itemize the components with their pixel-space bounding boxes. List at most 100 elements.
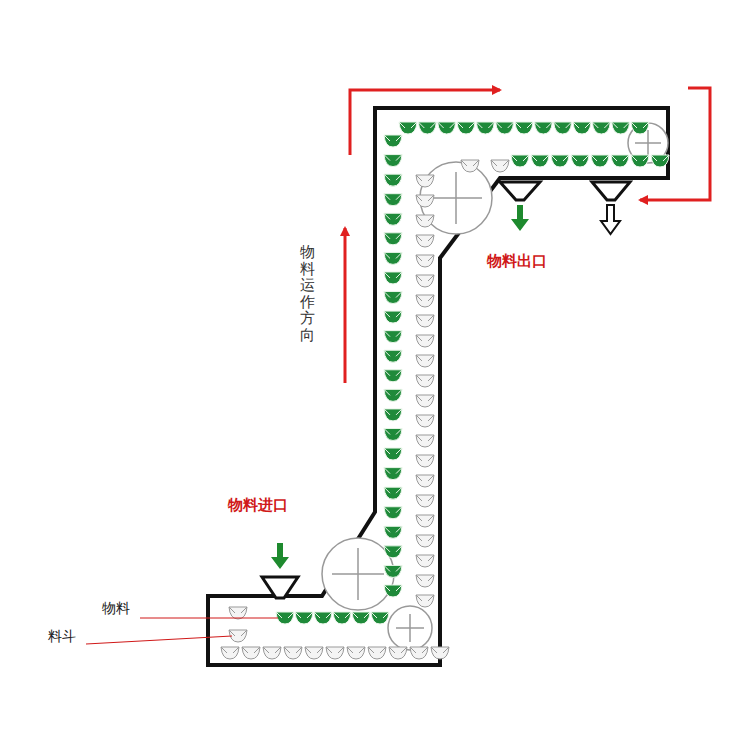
bucket-label: 料斗 (48, 629, 76, 644)
bucket (551, 155, 569, 167)
bucket (592, 122, 610, 134)
bucket (384, 311, 402, 323)
bucket (416, 275, 434, 287)
material-arrow (511, 205, 529, 231)
bucket (384, 389, 402, 401)
direction-arrow (350, 90, 500, 155)
leader-line (86, 636, 232, 644)
bucket (511, 155, 529, 167)
bucket (416, 595, 434, 607)
bucket (305, 647, 323, 659)
bucket (295, 612, 313, 624)
bucket (384, 565, 402, 577)
bucket (384, 272, 402, 284)
bucket (416, 335, 434, 347)
bucket (554, 122, 572, 134)
bucket (416, 375, 434, 387)
bucket (416, 415, 434, 427)
bucket (384, 292, 402, 304)
bucket (384, 155, 402, 167)
bucket (221, 647, 239, 659)
bucket (384, 409, 402, 421)
bucket (611, 155, 629, 167)
bucket (399, 122, 417, 134)
bucket (384, 213, 402, 225)
bucket (416, 475, 434, 487)
bucket (384, 174, 402, 186)
bucket (347, 647, 365, 659)
bucket (416, 215, 434, 227)
bucket (384, 370, 402, 382)
bucket (461, 160, 479, 172)
outlet-hopper (500, 182, 540, 200)
bucket (431, 647, 449, 659)
inlet-hopper (262, 577, 298, 598)
bucket (384, 526, 402, 538)
bucket (651, 155, 669, 167)
bucket (416, 495, 434, 507)
bucket (416, 195, 434, 207)
bucket (416, 235, 434, 247)
bucket (352, 612, 370, 624)
bucket (416, 535, 434, 547)
bucket (416, 315, 434, 327)
bucket (496, 122, 514, 134)
bucket (384, 507, 402, 519)
bucket (491, 160, 509, 172)
bucket (416, 255, 434, 267)
buckets (221, 122, 669, 659)
bucket (326, 647, 344, 659)
bucket (531, 155, 549, 167)
direction-arrow (640, 88, 710, 200)
bucket (416, 355, 434, 367)
bucket (384, 252, 402, 264)
bucket (631, 122, 649, 134)
direction-arrow (344, 228, 347, 383)
bucket (368, 647, 386, 659)
bucket (284, 647, 302, 659)
bucket (416, 175, 434, 187)
bucket (384, 468, 402, 480)
bucket (573, 122, 591, 134)
outlet-label: 物料出口 (487, 253, 547, 270)
bucket (371, 612, 389, 624)
bucket (263, 647, 281, 659)
bucket (384, 135, 402, 147)
bucket (416, 555, 434, 567)
bucket (384, 546, 402, 558)
bucket (631, 155, 649, 167)
bucket (416, 295, 434, 307)
bucket (229, 607, 247, 619)
leader-line (140, 618, 278, 619)
bucket (384, 487, 402, 499)
material-arrow (271, 543, 289, 569)
bucket (416, 575, 434, 587)
bucket (416, 455, 434, 467)
bucket (418, 122, 436, 134)
outlet-hopper (592, 182, 630, 200)
direction-label: 物料运作方向 (300, 244, 315, 343)
bucket (438, 122, 456, 134)
bucket (384, 331, 402, 343)
bucket (457, 122, 475, 134)
bucket (416, 515, 434, 527)
bucket (384, 233, 402, 245)
bucket (384, 194, 402, 206)
bucket (242, 647, 260, 659)
bucket (389, 647, 407, 659)
bucket (314, 612, 332, 624)
housing (208, 108, 668, 665)
bucket (384, 428, 402, 440)
bucket (333, 612, 351, 624)
bucket (384, 585, 402, 597)
sprockets (322, 123, 668, 650)
bucket (571, 155, 589, 167)
bucket (384, 350, 402, 362)
bucket (416, 435, 434, 447)
bucket (416, 395, 434, 407)
bucket (276, 612, 294, 624)
bucket (384, 448, 402, 460)
inlet-label: 物料进口 (228, 497, 288, 514)
